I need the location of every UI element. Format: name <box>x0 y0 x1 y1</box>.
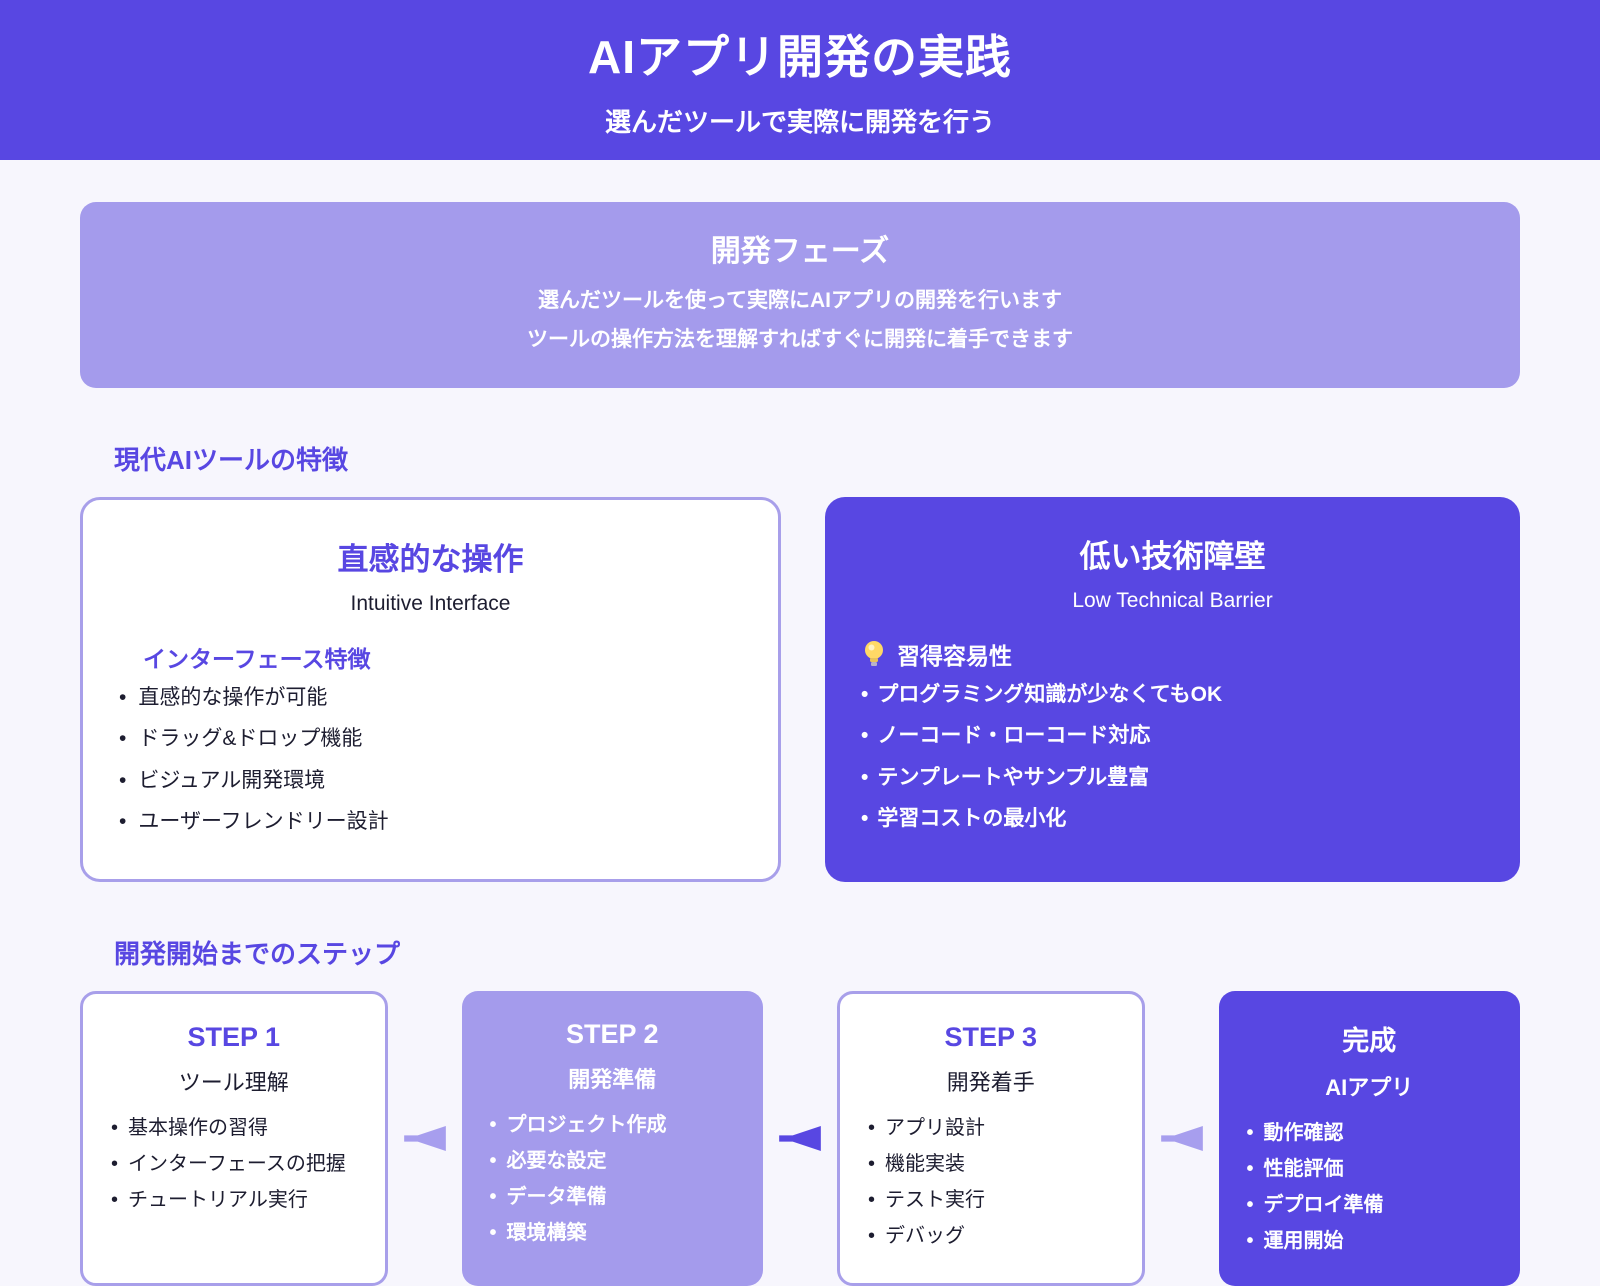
feature-bullet-list: プログラミング知識が少なくてもOK ノーコード・ローコード対応 テンプレートやサ… <box>861 681 1484 833</box>
features-section-heading: 現代AIツールの特徴 <box>114 445 349 475</box>
step-bullet: 動作確認 <box>1247 1120 1493 1147</box>
page-subtitle: 選んだツールで実際に開発を行う <box>604 107 995 137</box>
phase-banner: 開発フェーズ 選んだツールを使って実際にAIアプリの開発を行います ツールの操作… <box>80 202 1520 388</box>
step-bullet-list: プロジェクト作成 必要な設定 データ準備 環境構築 <box>490 1112 736 1247</box>
feature-bullet: ノーコード・ローコード対応 <box>861 722 1484 750</box>
step-bullet: 基本操作の習得 <box>111 1115 357 1142</box>
step-card-2: STEP 2 開発準備 プロジェクト作成 必要な設定 データ準備 環境構築 <box>461 991 763 1286</box>
step-label: STEP 3 <box>944 1022 1038 1053</box>
step-card-complete: 完成 AIアプリ 動作確認 性能評価 デプロイ準備 運用開始 <box>1218 991 1520 1286</box>
arrow-left-icon <box>388 1126 462 1152</box>
step-bullet: 運用開始 <box>1247 1228 1493 1255</box>
feature-bullet: ドラッグ&ドロップ機能 <box>119 725 742 753</box>
feature-card-low-technical-barrier: 低い技術障壁 Low Technical Barrier 習得容易性 プロ <box>825 497 1520 883</box>
steps-row: STEP 1 ツール理解 基本操作の習得 インターフェースの把握 チュートリアル… <box>80 991 1520 1286</box>
feature-card-title: 低い技術障壁 <box>1079 539 1266 574</box>
lightbulb-icon <box>861 639 887 669</box>
page-title: AIアプリ開発の実践 <box>588 31 1012 83</box>
content-area: 開発フェーズ 選んだツールを使って実際にAIアプリの開発を行います ツールの操作… <box>0 202 1600 1286</box>
feature-bullet: プログラミング知識が少なくてもOK <box>861 681 1484 709</box>
feature-bullet: ユーザーフレンドリー設計 <box>119 808 742 836</box>
step-card-3: STEP 3 開発着手 アプリ設計 機能実装 テスト実行 デバッグ <box>837 991 1145 1286</box>
step-bullet: プロジェクト作成 <box>490 1112 736 1139</box>
arrow-left-icon <box>763 1126 837 1152</box>
features-row: 直感的な操作 Intuitive Interface インターフェース特徴 直感… <box>80 497 1520 883</box>
step-label: 完成 <box>1342 1026 1397 1057</box>
step-title: 開発着手 <box>946 1070 1035 1096</box>
feature-card-subheading: 習得容易性 <box>861 637 1484 671</box>
step-label: STEP 1 <box>187 1022 281 1053</box>
feature-card-title: 直感的な操作 <box>337 542 524 577</box>
step-bullet: 環境構築 <box>490 1220 736 1247</box>
feature-card-subtitle: Intuitive Interface <box>350 592 511 615</box>
feature-card-subheading: インターフェース特徴 <box>143 640 742 674</box>
step-bullet-list: アプリ設計 機能実装 テスト実行 デバッグ <box>868 1115 1114 1250</box>
step-label: STEP 2 <box>565 1019 659 1050</box>
step-bullet: インターフェースの把握 <box>111 1151 357 1178</box>
step-card-1: STEP 1 ツール理解 基本操作の習得 インターフェースの把握 チュートリアル… <box>80 991 388 1286</box>
step-bullet: デプロイ準備 <box>1247 1192 1493 1219</box>
step-bullet: 機能実装 <box>868 1151 1114 1178</box>
feature-subheading-label: 習得容易性 <box>897 643 1012 669</box>
step-bullet: データ準備 <box>490 1184 736 1211</box>
step-title: ツール理解 <box>178 1070 289 1096</box>
header-banner: AIアプリ開発の実践 選んだツールで実際に開発を行う <box>0 0 1600 160</box>
phase-banner-line-2: ツールの操作方法を理解すればすぐに開発に着手できます <box>527 328 1073 351</box>
step-bullet: 性能評価 <box>1247 1156 1493 1183</box>
step-bullet: 必要な設定 <box>490 1148 736 1175</box>
feature-bullet: 直感的な操作が可能 <box>119 684 742 712</box>
feature-card-subtitle: Low Technical Barrier <box>1072 589 1273 612</box>
step-bullet: チュートリアル実行 <box>111 1187 357 1214</box>
phase-banner-title: 開発フェーズ <box>710 235 890 268</box>
feature-bullet: 学習コストの最小化 <box>861 805 1484 833</box>
step-bullet: アプリ設計 <box>868 1115 1114 1142</box>
steps-section-heading: 開発開始までのステップ <box>114 939 401 970</box>
step-bullet-list: 動作確認 性能評価 デプロイ準備 運用開始 <box>1247 1120 1493 1255</box>
feature-bullet-list: 直感的な操作が可能 ドラッグ&ドロップ機能 ビジュアル開発環境 ユーザーフレンド… <box>119 684 742 836</box>
arrow-left-icon <box>1145 1126 1219 1152</box>
feature-bullet: ビジュアル開発環境 <box>119 767 742 795</box>
step-bullet: デバッグ <box>868 1223 1114 1250</box>
feature-subheading-label: インターフェース特徴 <box>143 646 371 672</box>
step-title: AIアプリ <box>1325 1075 1414 1101</box>
step-bullet: テスト実行 <box>868 1187 1114 1214</box>
feature-card-intuitive-operation: 直感的な操作 Intuitive Interface インターフェース特徴 直感… <box>80 497 781 883</box>
feature-bullet: テンプレートやサンプル豊富 <box>861 764 1484 792</box>
step-title: 開発準備 <box>568 1067 657 1093</box>
phase-banner-line-1: 選んだツールを使って実際にAIアプリの開発を行います <box>538 289 1062 312</box>
